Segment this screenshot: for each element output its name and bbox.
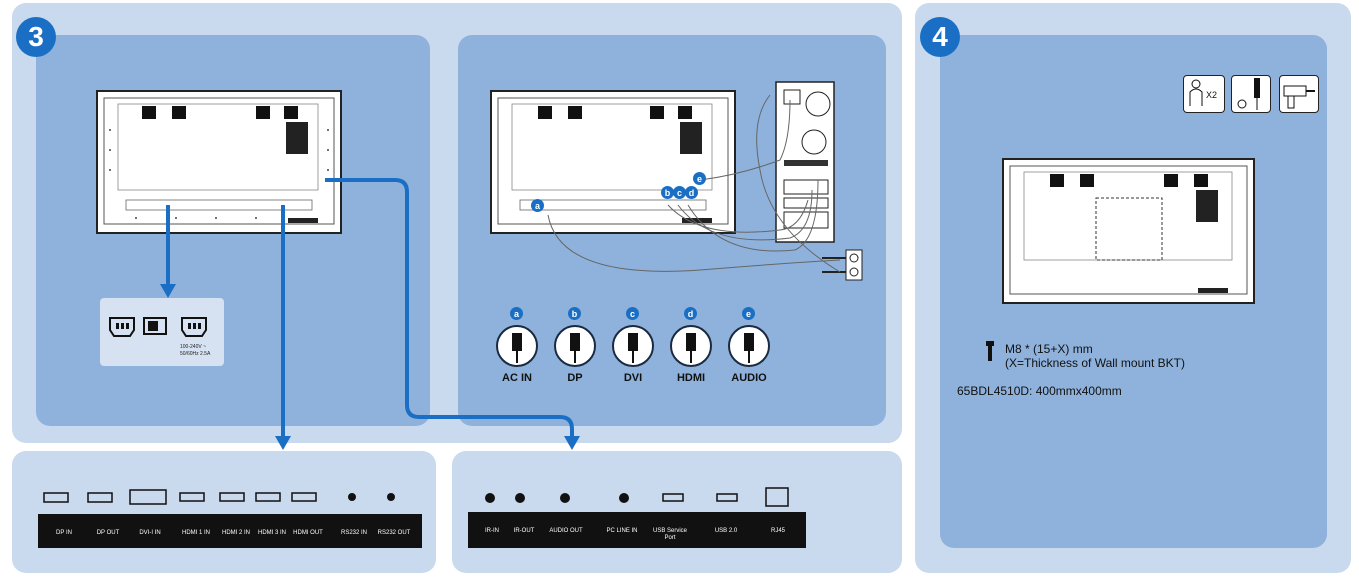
screw-icon [986,341,994,361]
connector-letter-a: a [510,307,523,320]
tool-person-icon: X2 [1183,75,1225,113]
right-port-label: IR-IN [485,528,499,534]
right-port-label: RJ45 [770,528,785,534]
wall-outlet [822,249,863,281]
right-port-label: USB Service Port [652,528,687,542]
pc-tower [775,81,835,243]
connector-d-name: HDMI [676,372,706,384]
connector-letter-c: c [626,307,639,320]
left-port-label: RS232 OUT [377,530,411,536]
screw-spec-note: (X=Thickness of Wall mount BKT) [1005,356,1185,370]
left-port-label: HDMI 3 IN [257,530,286,536]
right-port-label: IR-OUT [513,528,535,534]
people-count: X2 [1206,90,1218,100]
power-socket-box [100,298,224,366]
left-port-icons-row [40,488,420,508]
tool-screwdriver-icon [1231,75,1271,113]
connector-b-name: DP [567,372,583,384]
connector-letter-d: d [684,307,697,320]
connector-d-icon [670,325,712,367]
marker-d: d [685,186,698,199]
left-port-label: HDMI 1 IN [181,530,210,536]
left-port-label: DP OUT [96,530,120,536]
connector-letter-b: b [568,307,581,320]
connector-a-icon [496,325,538,367]
monitor-rear-view-1 [96,90,342,234]
right-port-strip [468,512,806,548]
left-port-label: DVI-I IN [139,530,161,536]
marker-e: e [693,172,706,185]
tool-drill-icon [1279,75,1319,113]
vesa-spec: 65BDL4510D: 400mmx400mm [957,384,1122,398]
left-port-label: RS232 IN [340,530,367,536]
right-port-icons-row [470,486,805,510]
person-icon [1189,79,1203,106]
marker-b: b [661,186,674,199]
drill-icon [1283,85,1315,109]
power-spec-label: 100-240V ~ 50/60Hz 2.5A [180,344,211,357]
marker-a: a [531,199,544,212]
connector-a-name: AC IN [502,372,532,384]
right-port-label: PC LINE IN [606,528,638,534]
connector-c-icon [612,325,654,367]
left-port-label: HDMI OUT [293,530,323,536]
power-socket-icons [109,317,207,337]
connector-e-icon [728,325,770,367]
step-3-badge: 3 [16,17,56,57]
left-io-outer-panel [12,451,436,573]
left-port-label: HDMI 2 IN [221,530,250,536]
screwdriver-icon [1237,78,1260,110]
connector-e-name: AUDIO [731,372,767,384]
screw-spec: M8 * (15+X) mm [1005,342,1093,356]
left-port-icons [43,489,395,505]
connector-c-name: DVI [623,372,643,384]
marker-c: c [673,186,686,199]
right-port-label: USB 2.0 [714,528,738,534]
right-port-icons [485,487,789,507]
right-port-label: AUDIO OUT [549,528,583,534]
step-4-badge: 4 [920,17,960,57]
connector-letter-e: e [742,307,755,320]
connector-b-icon [554,325,596,367]
left-port-label: DP IN [56,530,72,536]
monitor-rear-mount-view [1002,158,1255,304]
left-port-strip [38,514,422,548]
